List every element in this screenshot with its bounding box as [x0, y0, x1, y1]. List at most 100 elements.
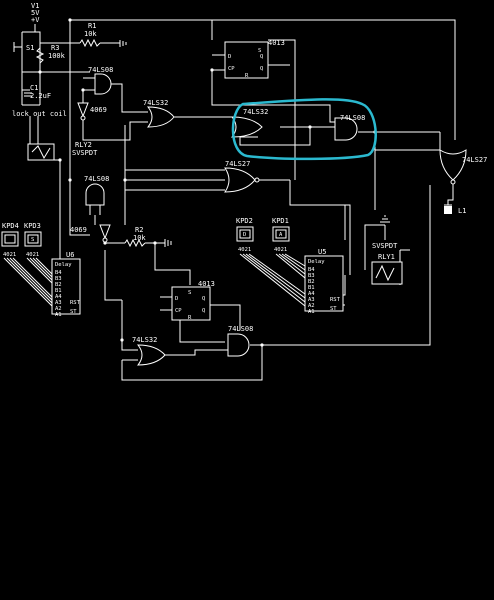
or-gate-74ls32-top: 74LS32	[143, 99, 175, 128]
and-gate-74ls08-highlighted: 74LS08	[334, 114, 365, 141]
4069-left-label: 4069	[70, 226, 87, 234]
delay-u5: U5 Delay B4 B3 B2 B1 A4 A3 A2 A1 RST ST	[304, 248, 344, 315]
keypad-kpd2: KPD2 D 4021	[236, 217, 254, 253]
kpd4-label: KPD4	[2, 222, 19, 230]
and-gate-74ls08-bottom: 74LS08	[227, 325, 253, 357]
r1-label: R1	[88, 22, 96, 30]
resistor-r2: R2 10k	[124, 226, 146, 248]
switch-s1: S1	[13, 42, 34, 52]
kpd1-key: A	[279, 232, 283, 238]
u6-type: Delay	[55, 262, 72, 268]
selection-highlight[interactable]	[231, 98, 377, 161]
u5-label: U5	[318, 248, 326, 256]
u5-pin-b3: B3	[308, 273, 315, 279]
kpd2-key: D	[243, 232, 246, 238]
relay-rly1: SVSPDT RLY1	[371, 225, 403, 285]
nor-gate-74ls27-mid: 74LS27	[224, 160, 260, 193]
l1-label: L1	[458, 207, 466, 215]
resistor-r3: R3 100k	[35, 44, 66, 64]
inverter-4069-top: 4069	[77, 102, 107, 121]
inverter-4069-left: 4069	[70, 224, 111, 243]
ff-bot-d: D	[175, 296, 178, 302]
flipflop-4013-top: 4013 S D CP Q Q R	[224, 39, 285, 79]
ff-top-cp: CP	[228, 66, 235, 72]
u5-pin-a3: A3	[308, 297, 315, 303]
capacitor-c1: C1 2.2uF	[24, 84, 51, 100]
74ls32-bottom-label: 74LS32	[132, 336, 157, 344]
ff-bot-r: R	[188, 315, 192, 321]
or-gate-74ls32-bottom: 74LS32	[132, 336, 166, 366]
relay-rly2: RLY2 SVSPDT	[27, 141, 98, 161]
u6-st: ST	[70, 309, 77, 315]
c1-value: 2.2uF	[30, 92, 51, 100]
keypad-kpd4: KPD4 4021	[1, 222, 19, 258]
flipflop-4013-bottom: 4013 S D CP Q Q R	[171, 280, 215, 321]
74ls08-bottom-label: 74LS08	[228, 325, 253, 333]
u5-rst: RST	[330, 297, 341, 303]
ff-top-r: R	[245, 73, 249, 79]
u5-pin-a4: A4	[308, 291, 315, 297]
ground-icon-r2	[164, 239, 172, 247]
nor-gate-74ls27-right: 74LS27	[439, 149, 487, 185]
74ls32-top-label: 74LS32	[143, 99, 168, 107]
kpd2-chip: 4021	[238, 247, 251, 253]
c1-label: C1	[30, 84, 38, 92]
delay-u6: U6 Delay B4 B3 B2 B1 A4 A3 A2 A1 RST ST	[51, 251, 81, 318]
kpd1-label: KPD1	[272, 217, 289, 225]
4013-bottom-label: 4013	[198, 280, 215, 288]
u5-pin-a2: A2	[308, 303, 315, 309]
rly1-label: RLY1	[378, 253, 395, 261]
rly1-type: SVSPDT	[372, 242, 398, 250]
kpd3-key: S	[31, 237, 34, 243]
u5-pin-b2: B2	[308, 279, 315, 285]
4013-top-label: 4013	[268, 39, 285, 47]
kpd2-label: KPD2	[236, 217, 253, 225]
u6-pin-a2: A2	[55, 306, 62, 312]
ff-top-d: D	[228, 54, 231, 60]
u5-st: ST	[330, 306, 337, 312]
and-gate-74ls08-top: 74LS08	[88, 66, 113, 95]
junction-dots	[38, 18, 377, 347]
r2-label: R2	[135, 226, 143, 234]
kpd1-chip: 4021	[274, 247, 287, 253]
and-gate-74ls08-left: 74LS08	[84, 175, 109, 206]
rly2-type: SVSPDT	[72, 149, 98, 157]
keypad-kpd3: KPD3 S 4021	[24, 222, 42, 258]
ff-bot-cp: CP	[175, 308, 182, 314]
r2-value: 10k	[133, 234, 146, 242]
ground-icon	[119, 40, 127, 47]
74ls08-top-label: 74LS08	[88, 66, 113, 74]
ff-top-q: Q	[260, 54, 263, 60]
ff-bot-q: Q	[202, 296, 205, 302]
74ls27-right-label: 74LS27	[462, 156, 487, 164]
rly2-label: RLY2	[75, 141, 92, 149]
74ls32-hl-label: 74LS32	[243, 108, 268, 116]
u5-pin-b4: B4	[308, 267, 315, 273]
u6-rst: RST	[70, 300, 81, 306]
r1-value: 10k	[84, 30, 97, 38]
or-gate-74ls32-highlighted: 74LS32	[230, 108, 268, 138]
ff-bot-s: S	[188, 290, 191, 296]
u6-pin-b1: B1	[55, 288, 62, 294]
lamp-l1: L1	[444, 204, 466, 215]
u6-pin-b3: B3	[55, 276, 62, 282]
u6-pin-a3: A3	[55, 300, 62, 306]
ff-top-qbar: Q	[260, 66, 263, 72]
v1-source: V1 5V +V	[31, 2, 40, 32]
4069-top-label: 4069	[90, 106, 107, 114]
u5-pin-a1: A1	[308, 309, 315, 315]
s1-label: S1	[26, 44, 34, 52]
ff-bot-qbar: Q	[202, 308, 205, 314]
kpd3-chip: 4021	[26, 252, 39, 258]
u6-pin-b2: B2	[55, 282, 62, 288]
u6-pin-a1: A1	[55, 312, 62, 318]
keypad-kpd4-bus	[3, 257, 53, 310]
resistor-r1: R1 10k	[79, 22, 101, 48]
ff-top-s: S	[258, 48, 261, 54]
v1-voltage: 5V	[31, 9, 40, 17]
r3-label: R3	[51, 44, 59, 52]
74ls27-mid-label: 74LS27	[225, 160, 250, 168]
74ls08-hl-label: 74LS08	[340, 114, 365, 122]
ground-icon-rly1	[380, 215, 390, 223]
